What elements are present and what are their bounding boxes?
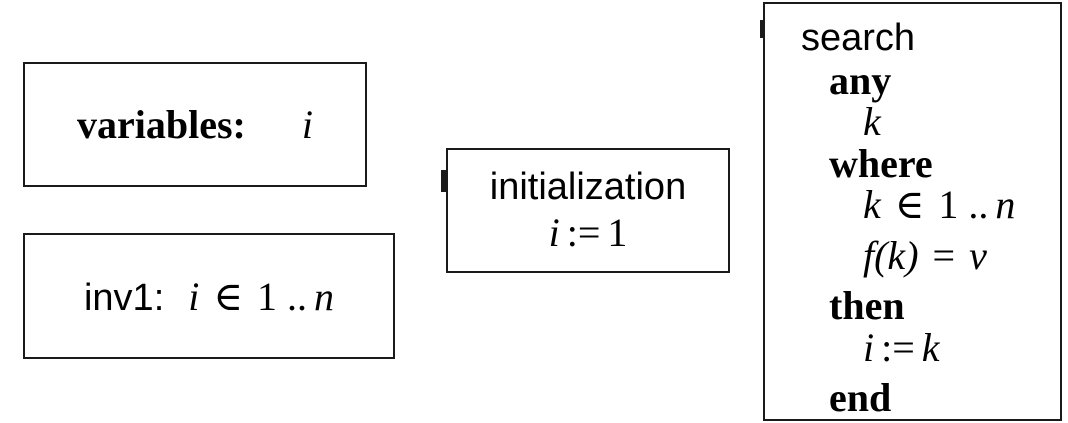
- invariant-range: 1 ..: [257, 273, 307, 319]
- invariant-box: inv1: i ∈ 1 ..n: [23, 233, 395, 359]
- border-artifact: [760, 20, 765, 38]
- equals-symbol: =: [932, 232, 956, 278]
- becomes-symbol: :=: [566, 209, 601, 255]
- variables-declaration: variables: i: [77, 101, 313, 148]
- guard-equality: f(k) = v: [801, 232, 1060, 286]
- where-keyword: where: [829, 140, 933, 186]
- guard1-range: 1 ..: [938, 182, 989, 227]
- guard-membership: k ∈ 1 ..n: [801, 184, 1060, 235]
- initialization-box: initialization i:=1: [446, 148, 730, 273]
- variables-box: variables: i: [23, 62, 367, 187]
- search-event-box: search any k where k ∈ 1 ..n f(k) = v then i…: [763, 2, 1062, 421]
- assignment-rhs: 1: [607, 209, 628, 255]
- initialization-assignment: i:=1: [549, 209, 628, 256]
- variable-identifier: i: [301, 102, 313, 147]
- variables-keyword: variables:: [77, 102, 246, 147]
- invariant-label: inv1:: [83, 276, 165, 319]
- action-lhs: i: [863, 324, 875, 370]
- event-title: search: [801, 17, 916, 59]
- invariant-lhs: i: [188, 273, 200, 319]
- initialization-content: initialization i:=1: [448, 150, 728, 271]
- guard1-bound: n: [995, 182, 1016, 227]
- assignment-lhs: i: [548, 209, 560, 255]
- invariant-formula: inv1: i ∈ 1 ..n: [84, 273, 334, 320]
- then-keyword: then: [829, 283, 905, 328]
- end-keyword: end: [829, 375, 892, 420]
- any-keyword: any: [829, 57, 892, 103]
- border-artifact: [441, 170, 447, 192]
- action-rhs: k: [921, 324, 940, 370]
- invariant-line: inv1: i ∈ 1 ..n: [25, 235, 393, 357]
- variables-line: variables: i: [25, 64, 365, 185]
- element-of-symbol: ∈: [894, 182, 925, 227]
- guard2-rhs: v: [969, 232, 987, 278]
- event-parameter: k: [863, 99, 881, 144]
- initialization-title: initialization: [489, 165, 687, 208]
- guard2-lhs: f(k): [863, 232, 919, 278]
- event-action: i:=k: [801, 324, 1060, 378]
- invariant-bound: n: [314, 273, 334, 319]
- becomes-symbol: :=: [881, 324, 915, 370]
- element-of-symbol: ∈: [213, 273, 243, 319]
- guard1-lhs: k: [863, 182, 881, 227]
